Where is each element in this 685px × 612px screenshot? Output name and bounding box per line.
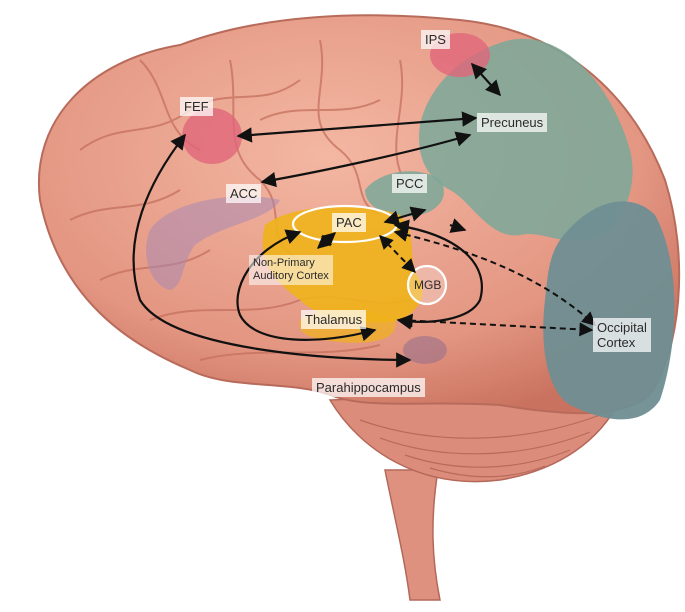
label-occipital-cortex: Occipital Cortex: [593, 318, 651, 352]
label-ips: IPS: [421, 30, 450, 49]
label-pac: PAC: [332, 213, 366, 232]
arrow-pac-loop-thalamus: [236, 229, 377, 342]
dashed-connections: [316, 228, 597, 337]
parahippocampus-region: [403, 336, 447, 364]
label-pcc: PCC: [392, 174, 428, 193]
label-precuneus: Precuneus: [477, 113, 548, 132]
label-mgb: MGB: [414, 278, 442, 292]
label-occipital-line2: Cortex: [597, 335, 636, 350]
arrow-ips-precuneus: [470, 62, 502, 97]
solid-connections: [132, 62, 502, 368]
cerebellum-folds: [359, 414, 601, 478]
arrow-pac-occipital: [393, 228, 597, 326]
fef-region: [182, 108, 242, 164]
label-occipital-line1: Occipital: [597, 320, 647, 335]
label-non-primary-auditory-cortex: Non-Primary Auditory Cortex: [249, 255, 333, 285]
label-fef: FEF: [180, 97, 213, 116]
label-thalamus: Thalamus: [301, 310, 367, 329]
arrow-pac-nonprimary: [316, 232, 337, 249]
label-non-primary-line1: Non-Primary: [253, 257, 315, 269]
label-acc: ACC: [226, 184, 262, 203]
label-non-primary-line2: Auditory Cortex: [253, 270, 329, 282]
label-parahippocampus: Parahippocampus: [312, 378, 425, 397]
arrow-fef-parahippocampus: [132, 133, 412, 368]
brainstem: [384, 469, 441, 601]
arrow-thalamus-occipital: [398, 313, 594, 337]
